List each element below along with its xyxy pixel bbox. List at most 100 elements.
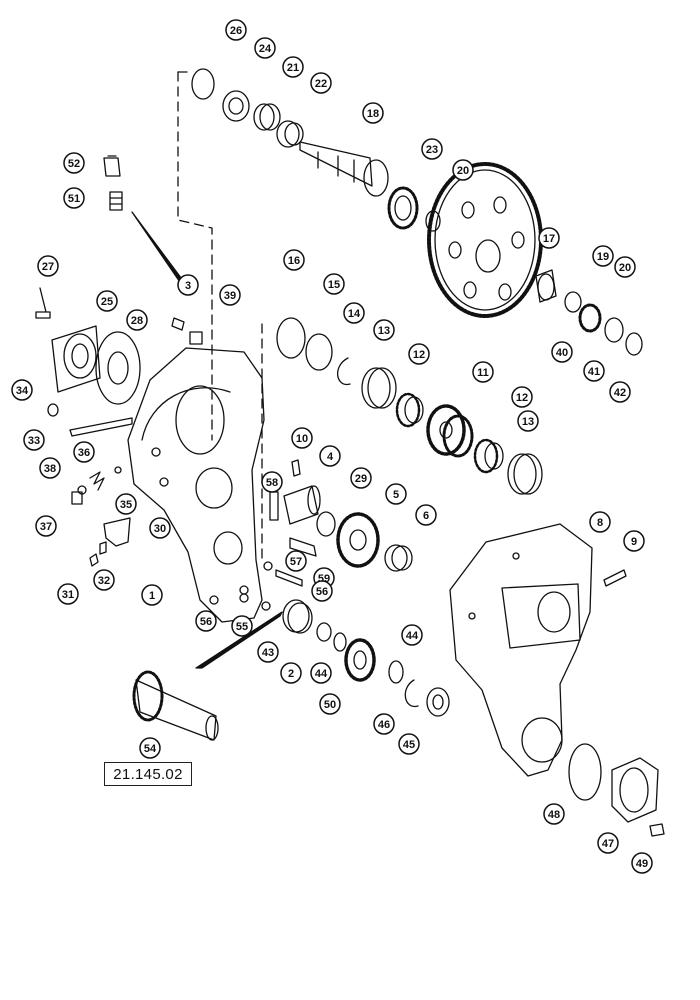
- callout-circle: [319, 445, 341, 467]
- part-40-gear: [578, 303, 602, 333]
- part-42-washer: [625, 332, 643, 356]
- callout-number: 51: [68, 193, 80, 205]
- part-14-circlip: [337, 357, 351, 386]
- part-45-bearing: [426, 687, 450, 717]
- callout-number: 27: [42, 261, 54, 273]
- part-44-ring: [333, 632, 347, 652]
- callout-circle: [538, 227, 560, 249]
- callout-10: 10: [291, 427, 313, 449]
- callout-17: 17: [538, 227, 560, 249]
- callout-number: 18: [367, 108, 379, 120]
- callout-circle: [37, 255, 59, 277]
- callout-number: 19: [597, 251, 609, 263]
- callout-38: 38: [39, 457, 61, 479]
- part-48-o-ring: [568, 743, 602, 801]
- callout-39: 39: [219, 284, 241, 306]
- callout-46: 46: [373, 713, 395, 735]
- callout-number: 35: [120, 499, 132, 511]
- callout-45: 45: [398, 733, 420, 755]
- part-36-spring: [89, 471, 105, 491]
- callout-27: 27: [37, 255, 59, 277]
- callout-circle: [452, 159, 474, 181]
- callout-11: 11: [472, 361, 494, 383]
- callout-circle: [511, 386, 533, 408]
- callout-20: 20: [452, 159, 474, 181]
- callout-12: 12: [511, 386, 533, 408]
- callout-circle: [551, 341, 573, 363]
- callout-circle: [195, 610, 217, 632]
- callout-43: 43: [257, 641, 279, 663]
- part-31-pin: [89, 553, 99, 567]
- callout-circle: [139, 737, 161, 759]
- callout-circle: [219, 284, 241, 306]
- callout-9: 9: [623, 530, 645, 552]
- part-41-cup: [604, 317, 624, 343]
- leader-54: [195, 611, 283, 669]
- part-58-pin: [269, 491, 279, 521]
- callout-circle: [126, 309, 148, 331]
- callout-4: 4: [319, 445, 341, 467]
- callout-number: 44: [406, 630, 419, 642]
- callout-number: 28: [131, 315, 143, 327]
- callout-number: 22: [315, 78, 327, 90]
- part-37-plug: [71, 491, 83, 505]
- callout-circle: [385, 483, 407, 505]
- callout-40: 40: [551, 341, 573, 363]
- callout-21: 21: [282, 56, 304, 78]
- callout-number: 47: [602, 838, 614, 850]
- callout-circle: [343, 302, 365, 324]
- callout-13: 13: [517, 410, 539, 432]
- callout-circle: [398, 733, 420, 755]
- callout-number: 55: [236, 621, 248, 633]
- callout-circle: [291, 427, 313, 449]
- callout-circle: [115, 493, 137, 515]
- part-9-bolt: [603, 569, 627, 587]
- callout-5: 5: [385, 483, 407, 505]
- part-29-ring: [316, 511, 336, 537]
- callout-circle: [583, 360, 605, 382]
- callout-42: 42: [609, 381, 631, 403]
- part-51-plug: [109, 191, 123, 211]
- callout-circle: [11, 379, 33, 401]
- callout-number: 23: [426, 144, 438, 156]
- callout-36: 36: [73, 441, 95, 463]
- part-56-washer-lower: [239, 593, 249, 603]
- callout-circle: [373, 319, 395, 341]
- callout-2: 2: [280, 662, 302, 684]
- callout-8: 8: [589, 511, 611, 533]
- callout-26: 26: [225, 19, 247, 41]
- callout-number: 39: [224, 290, 236, 302]
- callout-number: 20: [457, 165, 469, 177]
- part-4-sleeve: [283, 485, 321, 525]
- callout-number: 45: [403, 739, 415, 751]
- part-13-bearing-cup: [361, 367, 397, 409]
- callout-circle: [614, 256, 636, 278]
- part-18-shaft: [299, 141, 389, 197]
- callout-circle: [350, 467, 372, 489]
- callout-number: 52: [68, 158, 80, 170]
- callout-58: 58: [261, 471, 283, 493]
- callout-circle: [623, 530, 645, 552]
- part-28-gasket: [95, 331, 141, 405]
- callout-number: 1: [149, 590, 155, 602]
- callout-number: 6: [423, 510, 429, 522]
- callout-circle: [323, 273, 345, 295]
- part-50-gear: [344, 638, 376, 682]
- callout-circle: [311, 580, 333, 602]
- callout-16: 16: [283, 249, 305, 271]
- callout-number: 20: [619, 262, 631, 274]
- callout-number: 36: [78, 447, 90, 459]
- part-3-pin: [171, 317, 185, 331]
- callout-circle: [543, 803, 565, 825]
- part-39-plug: [189, 331, 203, 345]
- part-21-bearing-cup: [253, 103, 281, 131]
- part-23-gear: [387, 186, 419, 230]
- callout-56: 56: [311, 580, 333, 602]
- callout-number: 54: [144, 743, 157, 755]
- callout-circle: [362, 102, 384, 124]
- callout-circle: [63, 152, 85, 174]
- part-25-bearing-housing: [51, 325, 101, 393]
- callout-31: 31: [57, 583, 79, 605]
